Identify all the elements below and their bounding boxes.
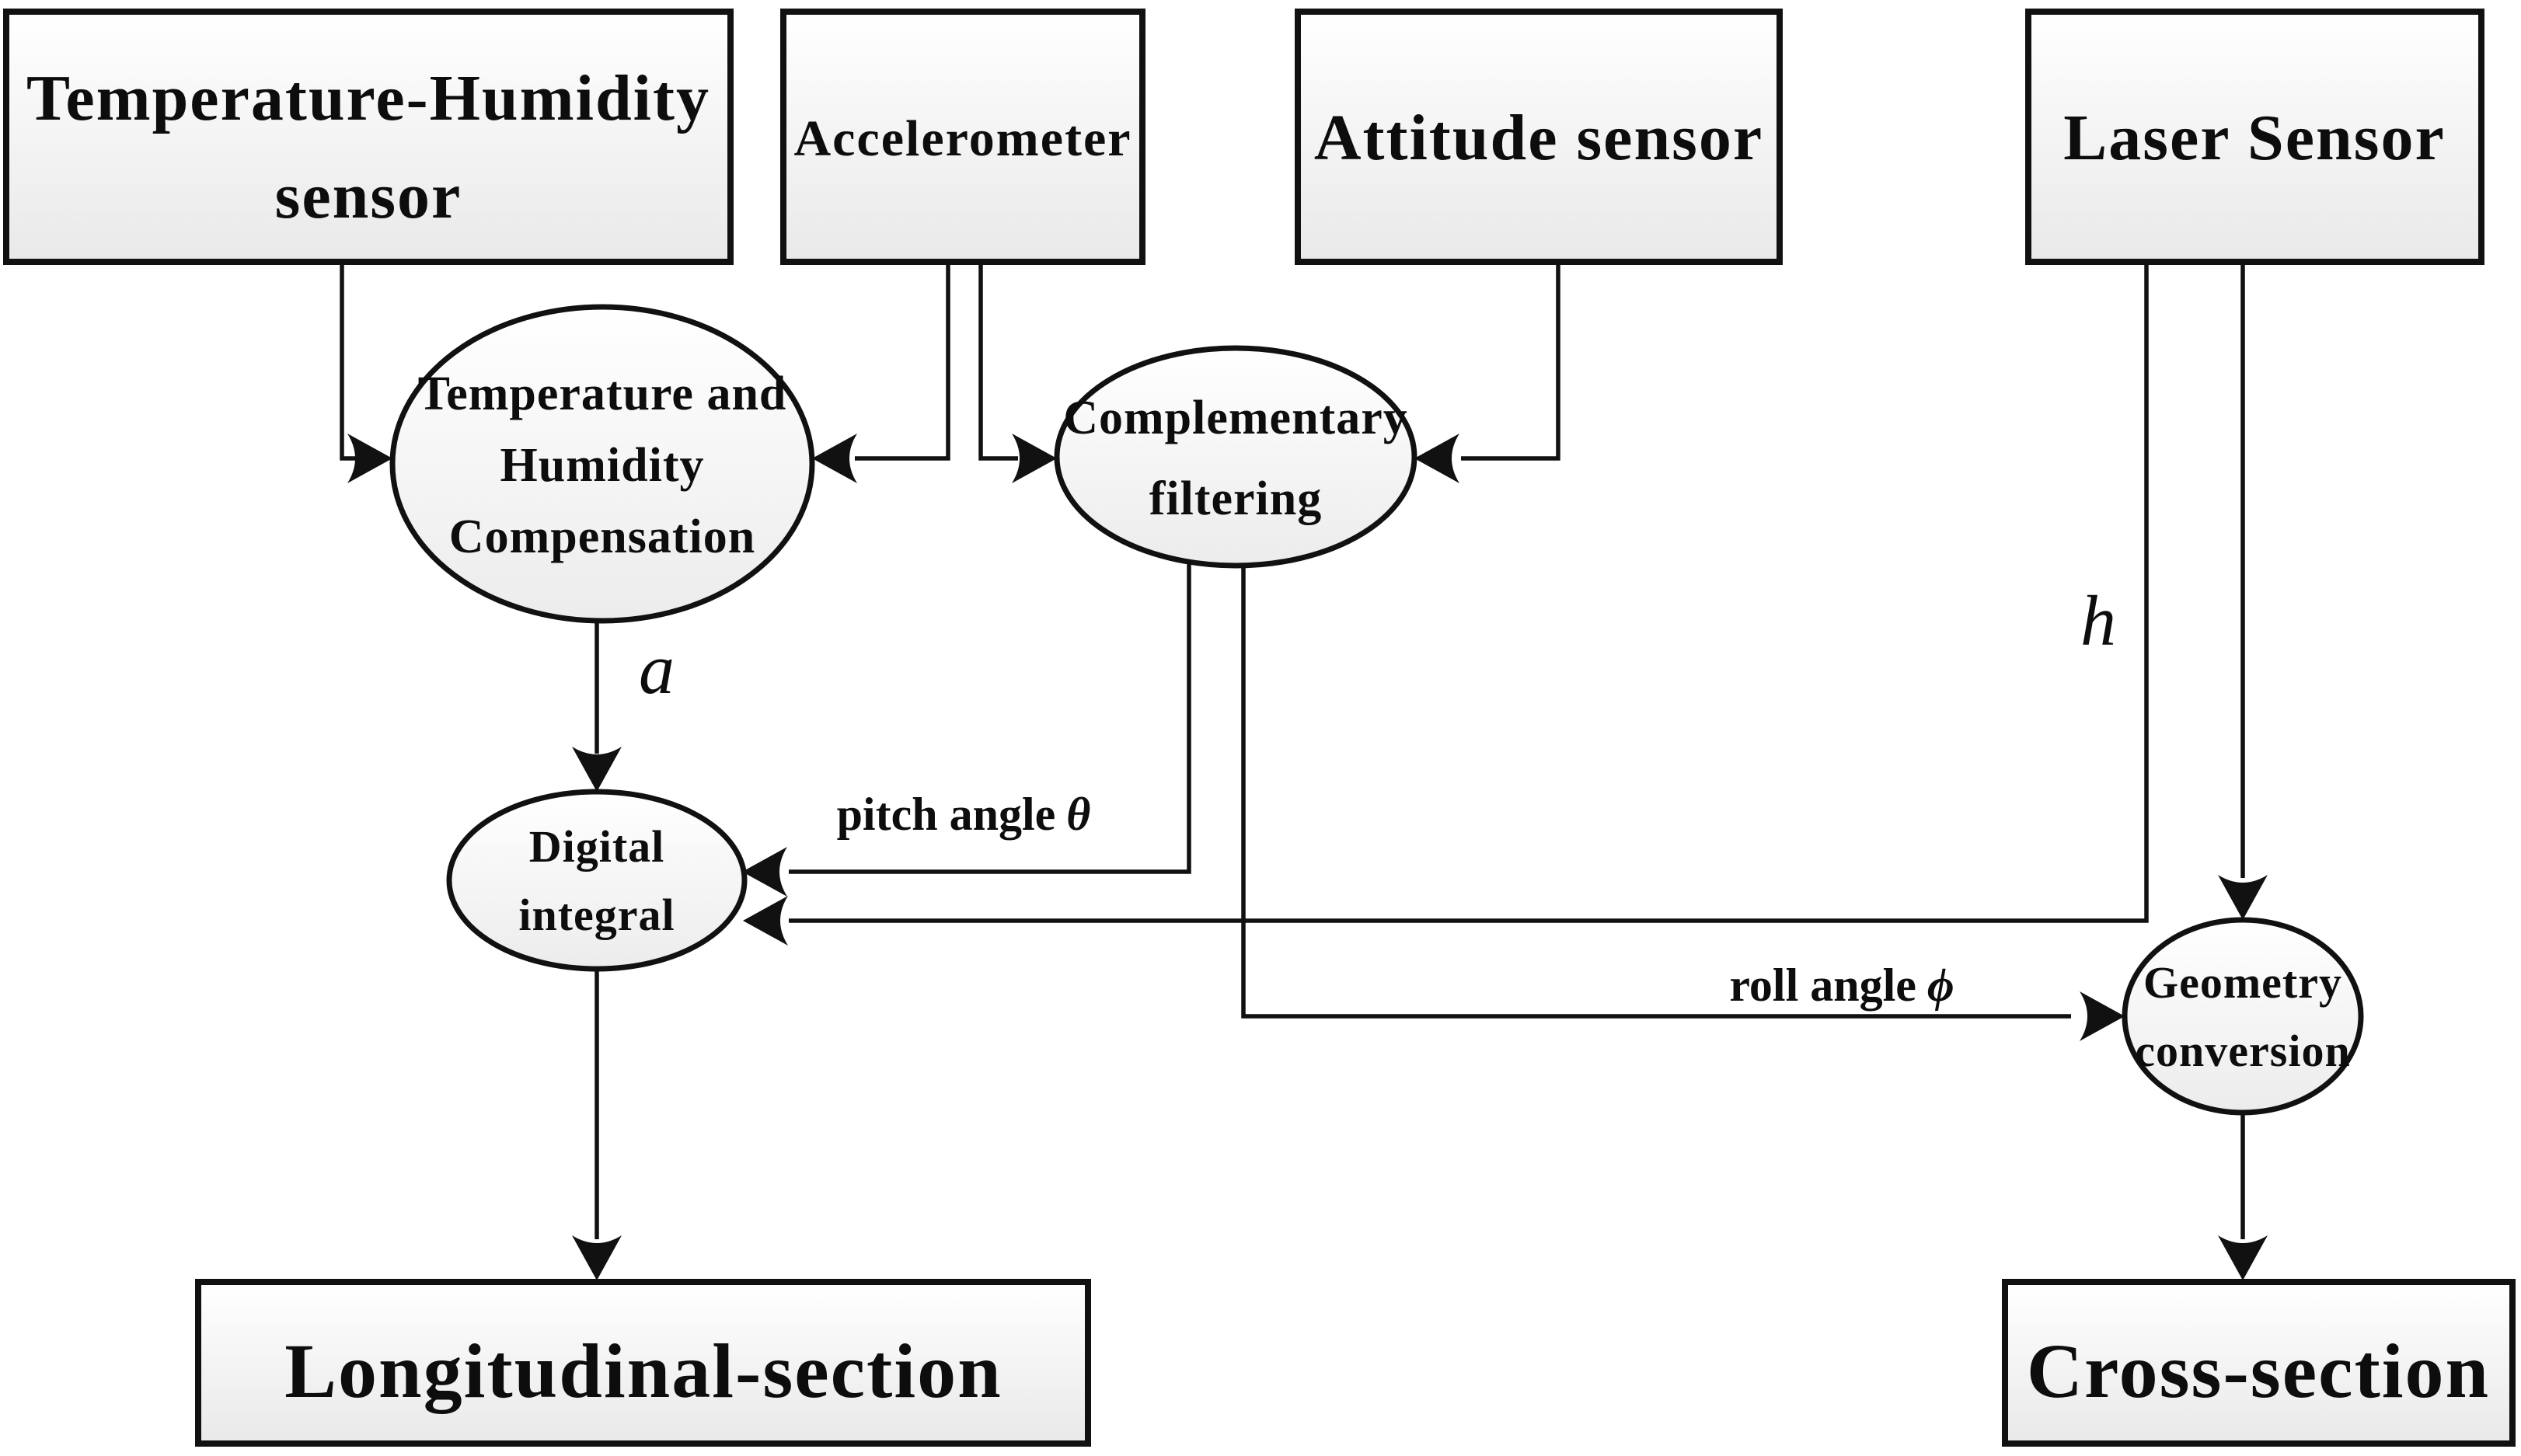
- cross-section-box: [2002, 1279, 2516, 1447]
- edge-laser-to-integral-h-line: [789, 264, 2149, 923]
- laser-sensor-box: [2025, 9, 2484, 265]
- temp-humidity-compensation-label-line1: Temperature and: [418, 367, 787, 420]
- edge-accelerometer-to-compensation: [812, 264, 950, 483]
- complementary-filtering-label-line2: filtering: [1149, 472, 1323, 525]
- edge-accelerometer-to-compensation-arrowhead: [812, 434, 857, 483]
- edge-conversion-to-cross: [2218, 1113, 2268, 1280]
- edge-ths-to-compensation-line: [340, 264, 357, 461]
- digital-integral-label-line1: Digital: [529, 821, 665, 872]
- accelerometer-label: Accelerometer: [793, 110, 1131, 167]
- edge-accelerometer-to-compensation-line: [855, 264, 950, 461]
- node-temp-humidity-compensation: Temperature and Humidity Compensation: [389, 304, 815, 624]
- temperature-humidity-sensor-box: [3, 9, 734, 265]
- cross-section-label: Cross-section: [2027, 1328, 2490, 1414]
- edge-filtering-to-conversion-roll-arrowhead: [2080, 991, 2125, 1041]
- temperature-humidity-sensor-label-line2: sensor: [275, 160, 462, 232]
- roll-angle-symbol: ϕ: [1927, 960, 1954, 1011]
- accelerometer-box: [780, 9, 1145, 265]
- height-label: h: [2080, 581, 2116, 660]
- digital-integral-ellipse: [446, 789, 748, 972]
- attitude-sensor-box: [1295, 9, 1783, 265]
- temp-humidity-compensation-ellipse: [389, 304, 815, 624]
- edge-compensation-to-integral-arrowhead: [572, 747, 622, 792]
- complementary-filtering-label-line1: Complementary: [1063, 392, 1407, 444]
- edge-attitude-to-filtering: [1414, 264, 1560, 483]
- edge-integral-to-longitudinal-arrowhead: [572, 1235, 622, 1280]
- geometry-conversion-label-line1: Geometry: [2143, 957, 2342, 1008]
- edge-filtering-to-conversion-roll-line: [1241, 564, 2071, 1019]
- geometry-conversion-ellipse: [2122, 917, 2364, 1116]
- edge-laser-to-conversion-arrowhead: [2218, 875, 2268, 920]
- laser-sensor-label: Laser Sensor: [2063, 102, 2445, 174]
- temp-humidity-compensation-label-line3: Compensation: [449, 510, 755, 563]
- edge-accelerometer-to-filtering-line: [978, 264, 1018, 461]
- edge-laser-to-conversion: [2218, 264, 2268, 920]
- acceleration-label: a: [639, 629, 675, 709]
- node-temperature-humidity-sensor: Temperature-Humidity sensor: [3, 9, 734, 265]
- edge-filtering-to-integral-pitch-line: [789, 564, 1191, 874]
- temp-humidity-compensation-label-line2: Humidity: [500, 439, 705, 492]
- complementary-filtering-ellipse: [1054, 345, 1417, 569]
- node-complementary-filtering: Complementary filtering: [1054, 345, 1417, 569]
- node-laser-sensor: Laser Sensor: [2025, 9, 2484, 265]
- edge-conversion-to-cross-arrowhead: [2218, 1235, 2268, 1280]
- node-digital-integral: Digital integral: [446, 789, 748, 972]
- edge-ths-to-compensation: [340, 264, 392, 483]
- edge-laser-to-integral-h: h: [743, 264, 2149, 946]
- longitudinal-section-label: Longitudinal-section: [284, 1328, 1002, 1414]
- edge-laser-to-integral-h-arrowhead: [743, 896, 788, 946]
- roll-angle-text: roll angle: [1729, 960, 1916, 1011]
- digital-integral-label-line2: integral: [518, 890, 675, 940]
- node-attitude-sensor: Attitude sensor: [1295, 9, 1783, 265]
- node-accelerometer: Accelerometer: [780, 9, 1145, 265]
- edge-integral-to-longitudinal: [572, 969, 622, 1280]
- edge-accelerometer-to-filtering: [978, 264, 1057, 483]
- edge-accelerometer-to-filtering-arrowhead: [1012, 434, 1057, 483]
- longitudinal-section-box: [195, 1279, 1091, 1447]
- attitude-sensor-label: Attitude sensor: [1314, 102, 1763, 174]
- edge-filtering-to-integral-pitch-arrowhead: [742, 847, 787, 897]
- pitch-angle-text: pitch angle: [837, 789, 1056, 840]
- edge-attitude-to-filtering-arrowhead: [1414, 434, 1459, 483]
- node-longitudinal-section: Longitudinal-section: [195, 1279, 1091, 1447]
- temperature-humidity-sensor-label-line1: Temperature-Humidity: [26, 62, 710, 134]
- edge-attitude-to-filtering-line: [1461, 264, 1560, 461]
- edge-compensation-to-integral: a: [572, 619, 675, 792]
- edge-ths-to-compensation-arrowhead: [347, 434, 392, 483]
- pitch-angle-symbol: θ: [1066, 789, 1090, 840]
- node-cross-section: Cross-section: [2002, 1279, 2516, 1447]
- node-geometry-conversion: Geometry conversion: [2122, 917, 2364, 1116]
- geometry-conversion-label-line2: conversion: [2135, 1026, 2350, 1076]
